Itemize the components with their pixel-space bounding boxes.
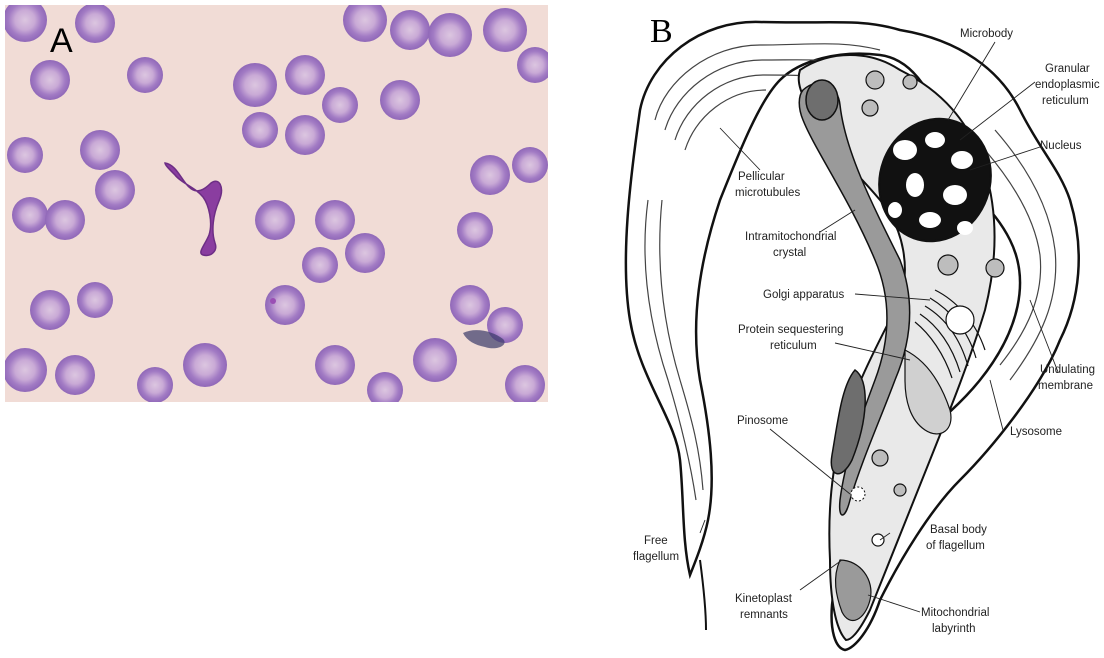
red-blood-cell — [242, 112, 278, 148]
red-blood-cell — [315, 200, 355, 240]
intramitochondrial-crystal — [806, 80, 838, 120]
red-blood-cell — [233, 63, 277, 107]
red-blood-cell — [80, 130, 120, 170]
free-flagellum — [700, 560, 706, 630]
label-granular-er-2: endoplasmic — [1035, 79, 1100, 91]
red-blood-cell — [285, 55, 325, 95]
label-protein-1: Protein sequestering — [738, 324, 843, 336]
red-blood-cell — [450, 285, 490, 325]
label-pellicular-2: microtubules — [735, 187, 800, 199]
red-blood-cell — [265, 285, 305, 325]
label-intramito-2: crystal — [773, 247, 806, 259]
label-mito-lab-1: Mitochondrial — [921, 607, 989, 619]
red-blood-cell — [315, 345, 355, 385]
red-blood-cell — [127, 57, 163, 93]
red-blood-cell — [77, 282, 113, 318]
red-blood-cell — [30, 290, 70, 330]
red-blood-cell — [30, 60, 70, 100]
red-blood-cell — [345, 233, 385, 273]
red-blood-cell — [12, 197, 48, 233]
platelet — [270, 298, 276, 304]
label-granular-er-1: Granular — [1045, 63, 1090, 75]
label-intramito-1: Intramitochondrial — [745, 231, 836, 243]
label-basal-1: Basal body — [930, 524, 987, 536]
label-mito-lab-2: labyrinth — [932, 623, 975, 635]
label-pinosome: Pinosome — [737, 415, 788, 427]
blood-smear-image — [5, 5, 548, 402]
label-undulating-1: Undulating — [1040, 364, 1095, 376]
red-blood-cell — [483, 8, 527, 52]
label-lysosome: Lysosome — [1010, 426, 1062, 438]
label-nucleus: Nucleus — [1040, 140, 1082, 152]
label-microbody: Microbody — [960, 28, 1013, 40]
label-kineto-1: Kinetoplast — [735, 593, 793, 605]
red-blood-cell — [45, 200, 85, 240]
red-blood-cell — [183, 343, 227, 387]
red-blood-cell — [137, 367, 173, 402]
label-basal-2: of flagellum — [926, 540, 985, 552]
blood-smear-micrograph — [5, 5, 548, 402]
label-protein-2: reticulum — [770, 340, 817, 352]
label-pellicular-1: Pellicular — [738, 171, 785, 183]
red-blood-cell — [390, 10, 430, 50]
panel-a-letter: A — [50, 22, 73, 61]
red-blood-cell — [470, 155, 510, 195]
red-blood-cell — [380, 80, 420, 120]
label-kineto-2: remnants — [740, 609, 788, 621]
trypanosome-diagram-svg: Microbody Granular endoplasmic reticulum… — [612, 0, 1104, 653]
red-blood-cell — [302, 247, 338, 283]
red-blood-cell — [55, 355, 95, 395]
red-blood-cell — [5, 348, 47, 392]
red-blood-cell — [285, 115, 325, 155]
trypanosome-diagram: Microbody Granular endoplasmic reticulum… — [612, 0, 1104, 653]
label-free-1: Free — [644, 535, 668, 547]
label-golgi: Golgi apparatus — [763, 289, 844, 301]
red-blood-cell — [428, 13, 472, 57]
red-blood-cell — [322, 87, 358, 123]
label-undulating-2: membrane — [1038, 380, 1093, 392]
red-blood-cell — [7, 137, 43, 173]
lysosome-vesicle — [946, 306, 974, 334]
label-granular-er-3: reticulum — [1042, 95, 1089, 107]
pinosome — [851, 487, 865, 501]
red-blood-cell — [413, 338, 457, 382]
red-blood-cell — [512, 147, 548, 183]
red-blood-cell — [255, 200, 295, 240]
label-free-2: flagellum — [633, 551, 679, 563]
basal-body — [872, 534, 884, 546]
red-blood-cell — [95, 170, 135, 210]
red-blood-cell — [457, 212, 493, 248]
panel-b-letter: B — [650, 13, 673, 51]
